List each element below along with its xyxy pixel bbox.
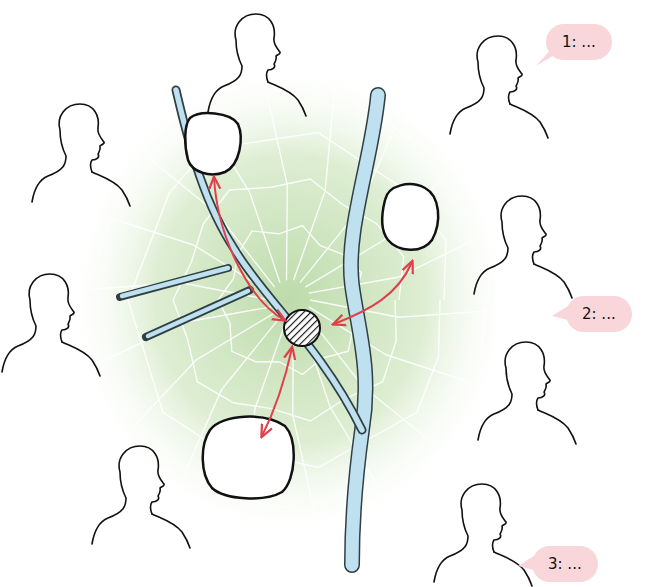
river-bank [351,95,378,565]
bubble-tail [518,556,542,580]
river [351,95,378,565]
people [2,14,576,586]
bubble-text: 2: ... [582,305,616,323]
link-arrows [214,178,412,436]
road [120,90,362,430]
bubble-tail [552,306,576,330]
speech-bubble: 2: ... [566,296,632,332]
central-site [284,310,320,346]
site-blobs [185,113,438,498]
bubble-text: 3: ... [548,555,582,573]
bubble-text: 1: ... [562,33,596,51]
speech-bubble: 1: ... [546,24,612,60]
bubble-tail [534,46,558,70]
street-web [83,86,490,514]
speech-bubble: 3: ... [532,546,598,582]
